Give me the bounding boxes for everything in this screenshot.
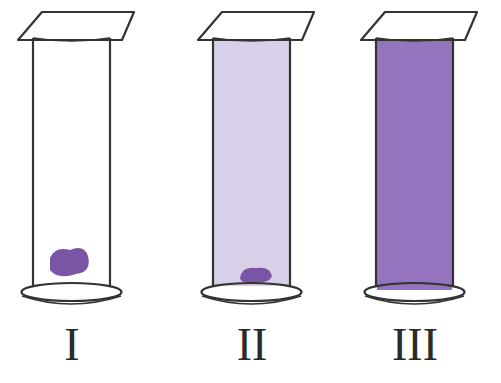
tube-label: I [64,322,79,368]
tube-label: II [237,322,268,368]
solid-crystal [50,248,89,276]
concentrated-solution [377,40,452,290]
solid-crystal [240,268,272,283]
test-tube [198,12,314,304]
tube-label: III [392,322,438,368]
test-tube [361,12,477,304]
test-tube [18,12,134,304]
dilute-solution [214,40,289,286]
